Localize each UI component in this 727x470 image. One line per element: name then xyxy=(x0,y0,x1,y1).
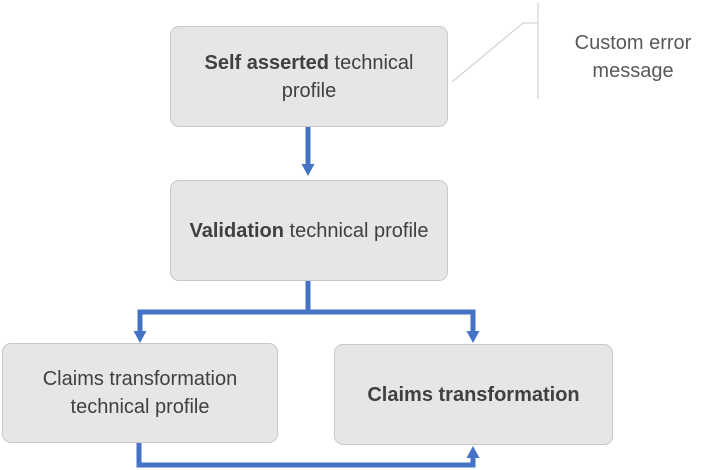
node-label: Claims transformation xyxy=(367,381,579,409)
node-claims-transformation: Claims transformation xyxy=(334,344,613,445)
node-label-bold: Claims transformation xyxy=(367,383,580,406)
node-label-normal: technical profile xyxy=(283,219,429,242)
node-validation-technical-profile: Validation technical profile xyxy=(170,180,448,281)
node-label: Claims transformation technical profile xyxy=(20,365,260,421)
arrow-claims-tp-to-claims-transformation xyxy=(136,443,480,468)
node-label-bold: Self asserted xyxy=(204,51,329,74)
node-label: Self asserted technical profile xyxy=(189,49,429,105)
node-label-normal: technical profile xyxy=(281,51,414,102)
node-self-asserted-technical-profile: Self asserted technical profile xyxy=(170,26,448,127)
node-claims-transformation-technical-profile: Claims transformation technical profile xyxy=(2,343,278,443)
node-label-normal: Claims transformation technical profile xyxy=(42,368,238,418)
custom-error-message-note: Custom error message xyxy=(574,32,692,82)
node-label: Validation technical profile xyxy=(190,217,429,245)
node-label-bold: Validation xyxy=(189,219,284,242)
callout-leader-line xyxy=(451,22,538,83)
